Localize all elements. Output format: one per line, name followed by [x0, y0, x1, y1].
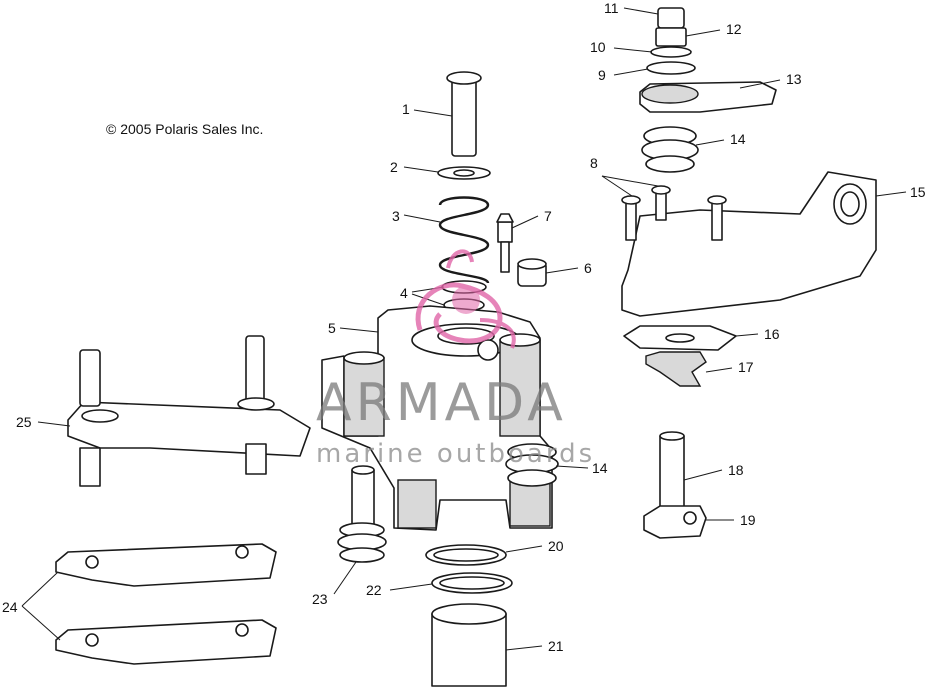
callout-13: 13	[786, 71, 802, 87]
callout-25: 25	[16, 414, 32, 430]
callout-6: 6	[584, 260, 592, 276]
part-23-fitting	[337, 465, 387, 563]
callout-18: 18	[728, 462, 744, 478]
copyright-text: © 2005 Polaris Sales Inc.	[106, 121, 263, 137]
callout-22: 22	[366, 582, 382, 598]
callout-1: 1	[402, 101, 410, 117]
watermark-logo-icon	[415, 249, 516, 349]
part-11-nut	[657, 7, 685, 29]
callout-23: 23	[312, 591, 328, 607]
callout-21: 21	[548, 638, 564, 654]
part-9-washer	[646, 61, 696, 75]
part-12-nut	[655, 27, 687, 47]
watermark-brand: ARMADA	[316, 373, 567, 433]
callout-11: 11	[604, 0, 619, 16]
callout-2: 2	[390, 159, 398, 175]
part-16-gasket	[623, 325, 737, 351]
watermark: ARMADA marine outboards	[316, 249, 595, 469]
watermark-tagline: marine outboards	[316, 439, 595, 469]
callout-10: 10	[590, 39, 606, 55]
callout-3: 3	[392, 208, 400, 224]
part-1-pin	[446, 71, 482, 157]
part-18-shaft	[659, 431, 685, 517]
part-14-boot-lower	[505, 443, 559, 487]
part-14-boot-upper	[641, 126, 699, 173]
part-8-bolts	[621, 185, 727, 241]
part-15-arm	[621, 171, 877, 317]
callout-19: 19	[740, 512, 756, 528]
part-7-screw	[496, 213, 514, 273]
part-5-caliper-body	[321, 305, 553, 531]
part-20-seal	[425, 544, 507, 566]
callout-7: 7	[544, 208, 552, 224]
part-24-pad-lower	[55, 619, 277, 665]
part-17-cam	[645, 351, 707, 387]
callout-12: 12	[726, 21, 742, 37]
callout-8: 8	[590, 155, 598, 171]
callout-4: 4	[400, 285, 408, 301]
part-2-washer	[437, 166, 491, 180]
part-22-seal	[431, 572, 513, 594]
part-24-pad-upper	[55, 543, 277, 587]
callout-24: 24	[2, 599, 18, 615]
callout-numbers: 1 2 3 4 5 6 7 8 9 10 11 12 13 14 14 15 1…	[2, 0, 926, 654]
callout-14-upper: 14	[730, 131, 746, 147]
callout-17: 17	[738, 359, 754, 375]
part-6-bushing	[517, 258, 547, 287]
callout-14-lower: 14	[592, 460, 608, 476]
part-10-washer	[650, 46, 692, 58]
callout-15: 15	[910, 184, 926, 200]
leader-lines	[21, 7, 907, 651]
part-3-spring	[438, 196, 490, 284]
callout-16: 16	[764, 326, 780, 342]
part-19-pin	[643, 505, 707, 539]
part-13-lever	[639, 81, 777, 113]
callout-20: 20	[548, 538, 564, 554]
part-21-piston	[431, 603, 507, 687]
part-25-bracket	[67, 335, 311, 487]
callout-5: 5	[328, 320, 336, 336]
callout-9: 9	[598, 67, 606, 83]
